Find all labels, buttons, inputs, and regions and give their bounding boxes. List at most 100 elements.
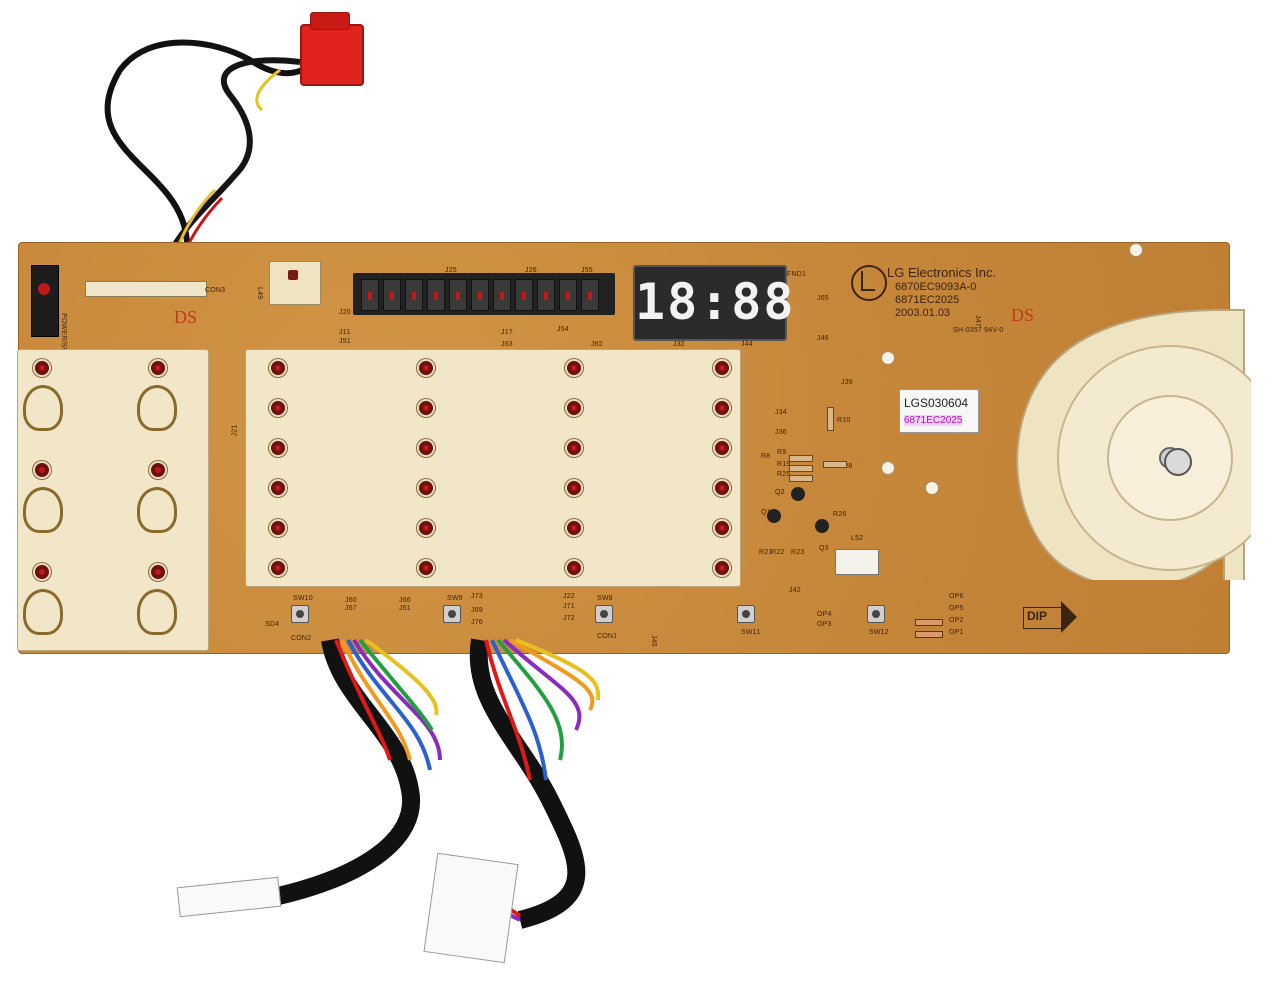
- j42-label: J42: [789, 587, 801, 594]
- contact-spring-icon: [23, 487, 63, 533]
- center-pad-led: [565, 519, 583, 537]
- mounting-hole: [881, 351, 895, 365]
- l49-component: [269, 261, 321, 305]
- center-pad-led: [713, 399, 731, 417]
- j72-label: J72: [563, 615, 575, 622]
- center-pad-led: [417, 559, 435, 577]
- left-pad-led: [33, 359, 51, 377]
- left-pad-led: [149, 359, 167, 377]
- transistor-q1: [767, 509, 781, 523]
- red-connector-latch: [310, 12, 350, 30]
- left-pad-led: [149, 461, 167, 479]
- sd4-label: SD4: [265, 621, 280, 628]
- resistor: [789, 455, 813, 462]
- j60-label: J60: [345, 597, 357, 604]
- j36-label: J36: [775, 429, 787, 436]
- op1-label: OP1: [949, 629, 964, 636]
- center-pad-led: [269, 399, 287, 417]
- dip-arrow-icon: [1023, 607, 1064, 629]
- center-pad-led: [417, 439, 435, 457]
- display-digits: 18:88: [635, 273, 796, 331]
- sw10-label: SW10: [293, 595, 313, 602]
- sticker-code: LGS030604: [904, 396, 969, 410]
- sticker-label: LGS030604 6871EC2025: [899, 389, 979, 433]
- con3-label: CON3: [205, 287, 226, 294]
- j20-label: J20: [339, 309, 351, 316]
- j55-label: J55: [581, 267, 593, 274]
- op2-label: OP2: [949, 617, 964, 624]
- j76-label: J76: [471, 619, 483, 626]
- op6-label: OP6: [949, 593, 964, 600]
- j17-label: J17: [501, 329, 513, 336]
- center-pad-led: [713, 519, 731, 537]
- center-pad-led: [713, 479, 731, 497]
- l49-component-hole: [288, 270, 298, 280]
- center-pad-led: [269, 359, 287, 377]
- j26-label: J26: [525, 267, 537, 274]
- harness-plug-right[interactable]: [423, 852, 519, 964]
- j22-label: J22: [563, 593, 575, 600]
- center-pad-led: [713, 359, 731, 377]
- lg-logo-icon: [851, 265, 887, 301]
- center-pad-led: [269, 439, 287, 457]
- contact-spring-icon: [23, 589, 63, 635]
- r19-label: R19: [777, 461, 791, 468]
- center-pad-led: [417, 479, 435, 497]
- j71-label: J71: [563, 603, 575, 610]
- lg-logo-mark: [861, 271, 875, 291]
- r8-label: R8: [761, 453, 771, 460]
- left-pad-led: [33, 563, 51, 581]
- r23-label: R23: [791, 549, 805, 556]
- j51-label: J51: [339, 338, 351, 345]
- op5-label: OP5: [949, 605, 964, 612]
- center-pad-led: [417, 519, 435, 537]
- power-switch-led: [38, 283, 50, 295]
- j34-label: J34: [775, 409, 787, 416]
- j63-label: J63: [501, 341, 513, 348]
- diode: [915, 619, 943, 626]
- r21-label: R21: [759, 549, 773, 556]
- j32-label: J32: [673, 341, 685, 348]
- sw9-label: SW9: [447, 595, 463, 602]
- contact-spring-icon: [137, 385, 177, 431]
- connector-strip: [353, 273, 615, 315]
- center-pad-led: [565, 559, 583, 577]
- sw9-button[interactable]: [443, 605, 461, 623]
- j65-label: J65: [817, 295, 829, 302]
- left-pad-led: [149, 563, 167, 581]
- resistor: [827, 407, 834, 431]
- ds-mark-left: DS: [174, 307, 198, 327]
- resistor: [789, 475, 813, 482]
- l52-inductor: [835, 549, 879, 575]
- j54-label: J54: [557, 326, 569, 333]
- contact-spring-icon: [137, 487, 177, 533]
- j39-label: J39: [841, 379, 853, 386]
- con1-label: CON1: [597, 633, 618, 640]
- rotary-dial[interactable]: [1006, 300, 1251, 580]
- contact-spring-icon: [23, 385, 63, 431]
- q1-label: Q1: [761, 509, 771, 516]
- sw11-label: SW11: [741, 629, 761, 636]
- seven-segment-display: 18:88: [633, 265, 796, 341]
- sw11-button[interactable]: [737, 605, 755, 623]
- dial-spindle-icon: [1164, 448, 1192, 476]
- red-connector[interactable]: [300, 24, 364, 86]
- sw10-button[interactable]: [291, 605, 309, 623]
- sw8-button[interactable]: [595, 605, 613, 623]
- left-pad-led: [33, 461, 51, 479]
- mounting-hole: [925, 481, 939, 495]
- j62-label: J62: [591, 341, 603, 348]
- con2-label: CON2: [291, 635, 312, 642]
- center-led-pad: [245, 349, 741, 587]
- center-pad-led: [417, 399, 435, 417]
- manufacturer-label: LG Electronics Inc.: [887, 265, 997, 280]
- sw12-button[interactable]: [867, 605, 885, 623]
- rating-label: SH-0357 94V-0: [953, 327, 1004, 334]
- mounting-hole: [1129, 243, 1143, 257]
- center-pad-led: [269, 559, 287, 577]
- r25-label: R25: [777, 471, 791, 478]
- sw12-label: SW12: [869, 629, 889, 636]
- center-pad-led: [417, 359, 435, 377]
- power-switch[interactable]: [31, 265, 59, 337]
